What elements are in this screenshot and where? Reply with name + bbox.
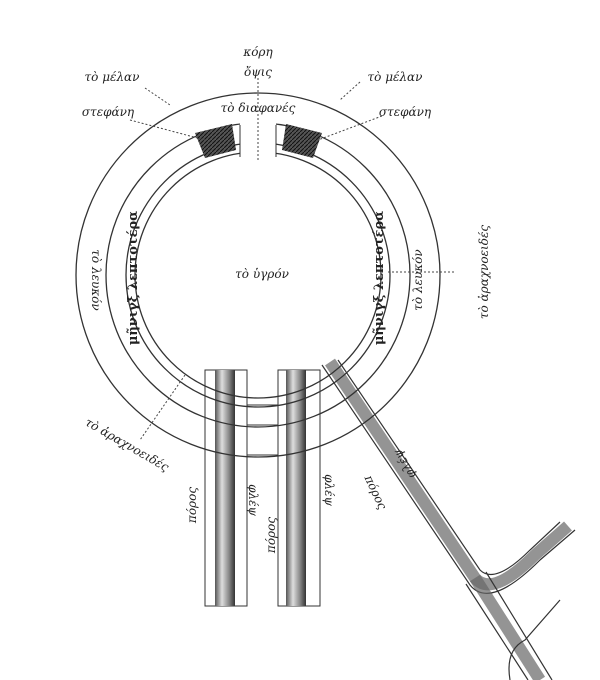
label-kore: κόρη — [242, 45, 273, 59]
label-poros-left: πόρος — [185, 487, 199, 524]
label-phleps-mid: φλέψ — [246, 484, 260, 516]
label-hygron: τὸ ὑγρόν — [235, 267, 289, 281]
label-leukon-right: τὸ λευκόν — [411, 249, 425, 310]
label-poros-diagonal: πόρος — [361, 472, 389, 512]
label-melan-left: τὸ μέλαν — [85, 70, 140, 84]
label-arachnoeides-left: τὸ ἀραχνοειδές — [83, 415, 172, 474]
left-vessel — [215, 370, 235, 606]
label-poros-mid: πόρος — [264, 517, 278, 554]
label-meninx-right: μῆνιγξ λεπτοτέρα — [372, 211, 387, 345]
label-diaphanes: τὸ διαφανές — [221, 101, 296, 115]
label-opsis: ὄψις — [244, 65, 272, 79]
outer-ring — [75, 92, 441, 458]
label-stephane-left: στεφάνη — [82, 105, 135, 119]
optic-vessels — [204, 358, 576, 680]
label-melan-right: τὸ μέλαν — [368, 70, 423, 84]
label-stephane-right: στεφάνη — [379, 105, 432, 119]
label-leukon-left: τὸ λευκόν — [89, 249, 103, 310]
label-phleps-right: φλέψ — [322, 474, 336, 506]
right-vessel — [286, 370, 306, 606]
iris-right — [282, 124, 322, 158]
leader-lines — [129, 78, 455, 441]
label-meninx-left: μῆνιγξ λεπτοτέρα — [126, 211, 141, 345]
iris-left — [195, 124, 236, 158]
label-arachnoeides-right: τὸ ἀραχνοειδές — [477, 225, 491, 320]
diagonal-vessel — [325, 358, 572, 591]
